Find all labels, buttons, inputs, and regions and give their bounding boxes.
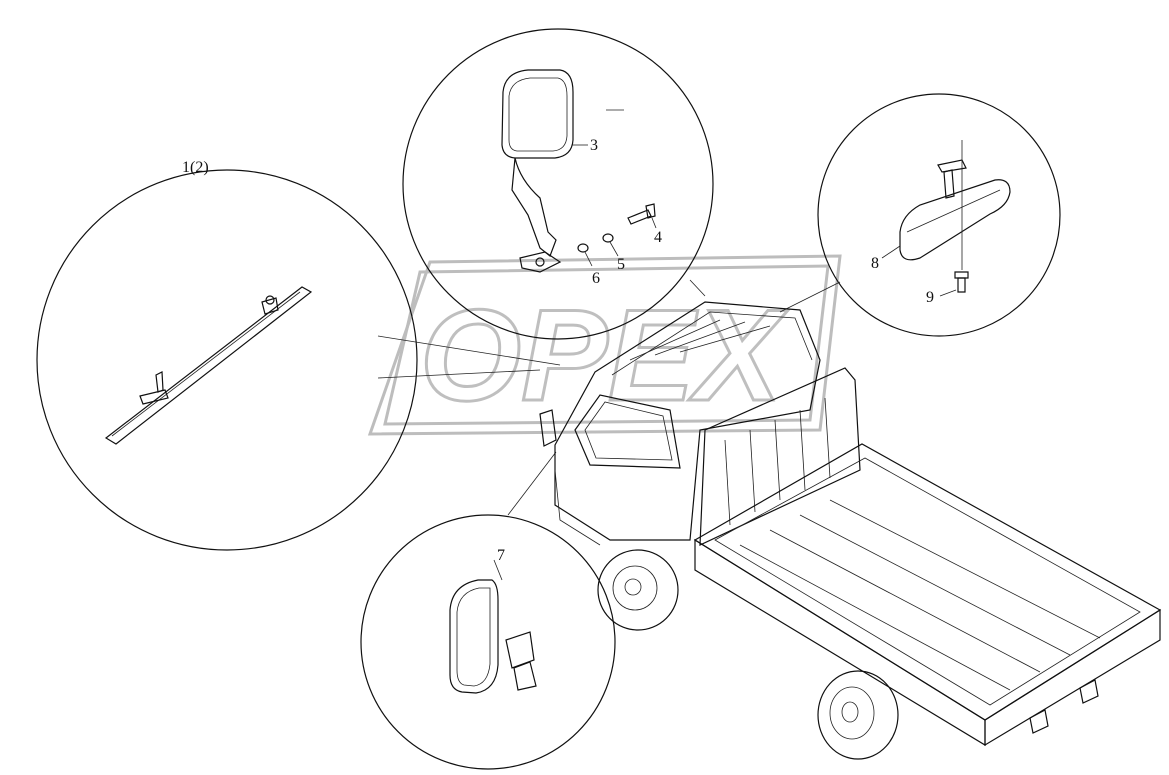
exterior-mirror-icon bbox=[449, 579, 537, 694]
callout-5: 5 bbox=[617, 256, 625, 273]
truck-icon bbox=[539, 301, 1162, 760]
callout-9: 9 bbox=[926, 289, 934, 306]
exterior-mirror-icon bbox=[501, 69, 574, 273]
bolt-icon bbox=[627, 203, 656, 225]
callout-8: 8 bbox=[871, 255, 879, 272]
detail-circle-exterior-mirror bbox=[402, 28, 714, 340]
detail-circle-interior-mirror bbox=[779, 93, 1061, 337]
detail-circle-sun-visor bbox=[36, 169, 561, 551]
interior-mirror-icon bbox=[899, 159, 1011, 261]
sun-visor-icon bbox=[104, 286, 313, 445]
callout-4: 4 bbox=[654, 229, 662, 246]
watermark-text: OPEX bbox=[420, 282, 789, 428]
detail-circle-side-mirror bbox=[360, 451, 616, 770]
watermark: OPEX bbox=[367, 254, 842, 436]
callout-3: 3 bbox=[590, 137, 598, 154]
bolt-icon bbox=[954, 271, 969, 293]
callout-7: 7 bbox=[497, 547, 505, 564]
callout-6: 6 bbox=[592, 270, 600, 287]
washer-icon bbox=[577, 233, 614, 253]
callout-1-2: 1(2) bbox=[182, 159, 209, 176]
